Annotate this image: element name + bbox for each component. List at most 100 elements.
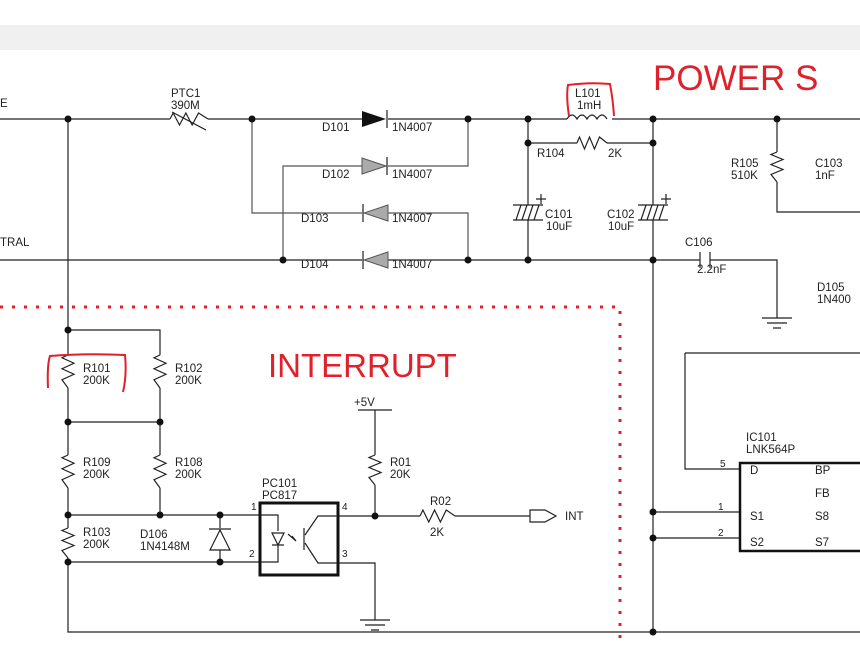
capacitor-c102: [638, 194, 671, 221]
diode-d103: [362, 204, 389, 222]
ic101-pin-5: 5: [720, 459, 726, 470]
junction-dot: [464, 115, 472, 123]
c106-value: 2.2nF: [697, 264, 726, 276]
r101-value: 200K: [83, 375, 110, 387]
ic101-ref: IC101: [746, 432, 777, 444]
interrupt-region-border: [0, 305, 622, 645]
r102-value: 200K: [175, 375, 202, 387]
pc101-pin-3: 3: [342, 549, 348, 560]
c102-value: 10uF: [608, 221, 634, 233]
resistor-r105: [769, 151, 785, 183]
junction-dot: [371, 512, 379, 520]
junctions: [64, 115, 781, 636]
d101-value: 1N4007: [392, 122, 432, 134]
capacitor-c106: [699, 252, 711, 268]
l101-ref: L101: [575, 88, 601, 100]
pc101-pin-1: 1: [251, 502, 257, 513]
junction-dot: [524, 256, 532, 264]
ic101-pin-s8: S8: [815, 511, 829, 523]
junction-dot: [649, 256, 657, 264]
c101-value: 10uF: [546, 221, 572, 233]
d103-value: 1N4007: [392, 213, 432, 225]
r101-ref: R101: [83, 363, 111, 375]
junction-dot: [64, 115, 72, 123]
junction-dot: [649, 115, 657, 123]
c106-ref: C106: [685, 237, 713, 249]
d105-ref: D105: [817, 282, 845, 294]
r108-value: 200K: [175, 469, 202, 481]
int-port-flag: [529, 509, 558, 523]
net-line-label: E: [0, 98, 8, 110]
junction-dot: [279, 256, 287, 264]
c103-value: 1nF: [815, 170, 835, 182]
resistor-ptc1: [169, 111, 209, 127]
l101-value: 1mH: [577, 100, 601, 112]
r104-ref: R104: [537, 148, 565, 160]
d102-ref: D102: [322, 169, 350, 181]
junction-dot: [156, 418, 164, 426]
c102-ref: C102: [607, 209, 635, 221]
ic101-pin-s7: S7: [815, 537, 829, 549]
resistor-r02: [419, 508, 456, 524]
interrupt-section-title: INTERRUPT: [268, 347, 457, 384]
ic101-pin-s1: S1: [750, 511, 764, 523]
r103-ref: R103: [83, 527, 111, 539]
r102-ref: R102: [175, 363, 203, 375]
resistor-r01: [367, 454, 383, 486]
inductor-l101: [566, 114, 608, 121]
d104-ref: D104: [301, 259, 329, 271]
l101-highlight: [566, 82, 615, 117]
c103-ref: C103: [815, 158, 843, 170]
r105-value: 510K: [731, 170, 758, 182]
diode-d106: [209, 528, 231, 551]
d104-value: 1N4007: [392, 259, 432, 271]
net-neutral-label: TRAL: [0, 237, 30, 249]
ground-icon: [762, 317, 792, 329]
d102-value: 1N4007: [392, 169, 432, 181]
resistor-r101: [60, 354, 76, 389]
r02-value: 2K: [430, 527, 444, 539]
ground-icon: [360, 619, 390, 631]
r104-value: 2K: [608, 148, 622, 160]
junction-dot: [464, 256, 472, 264]
net-int-label: INT: [565, 511, 584, 523]
d106-ref: D106: [140, 529, 168, 541]
ic101-pin-s2: S2: [750, 537, 764, 549]
resistor-r102: [152, 354, 168, 389]
ic101-pin-2: 2: [718, 528, 724, 539]
power-section-title: POWER S: [653, 59, 818, 98]
ic101-pin-fb: FB: [815, 488, 830, 500]
junction-dot: [524, 115, 532, 123]
r01-value: 20K: [390, 469, 411, 481]
r02-ref: R02: [430, 496, 451, 508]
ic101-body: [738, 461, 860, 553]
d103-ref: D103: [301, 213, 329, 225]
r101-highlight: [46, 353, 127, 393]
optocoupler-pc101: [258, 501, 340, 577]
pc101-value: PC817: [262, 490, 297, 502]
d106-value: 1N4148M: [140, 541, 190, 553]
pc101-pin-4: 4: [342, 502, 348, 513]
r109-value: 200K: [83, 469, 110, 481]
r105-ref: R105: [731, 158, 759, 170]
junction-dot: [649, 508, 657, 516]
capacitor-c101: [513, 194, 546, 221]
resistor-r104: [576, 135, 608, 151]
resistor-r109: [60, 454, 76, 489]
junction-dot: [524, 139, 532, 147]
ic101-pin-bp: BP: [815, 465, 831, 477]
junction-dot: [649, 534, 657, 542]
toolbar-band: [0, 25, 860, 50]
junction-dot: [216, 558, 224, 566]
r108-ref: R108: [175, 457, 203, 469]
r103-value: 200K: [83, 539, 110, 551]
diode-d101: [362, 110, 388, 128]
ptc1-ref: PTC1: [171, 88, 200, 100]
d105-value: 1N400: [817, 294, 851, 306]
ptc-slash: [171, 111, 207, 131]
r109-ref: R109: [83, 457, 111, 469]
diode-d104: [362, 251, 389, 269]
pc101-ref: PC101: [262, 478, 297, 490]
